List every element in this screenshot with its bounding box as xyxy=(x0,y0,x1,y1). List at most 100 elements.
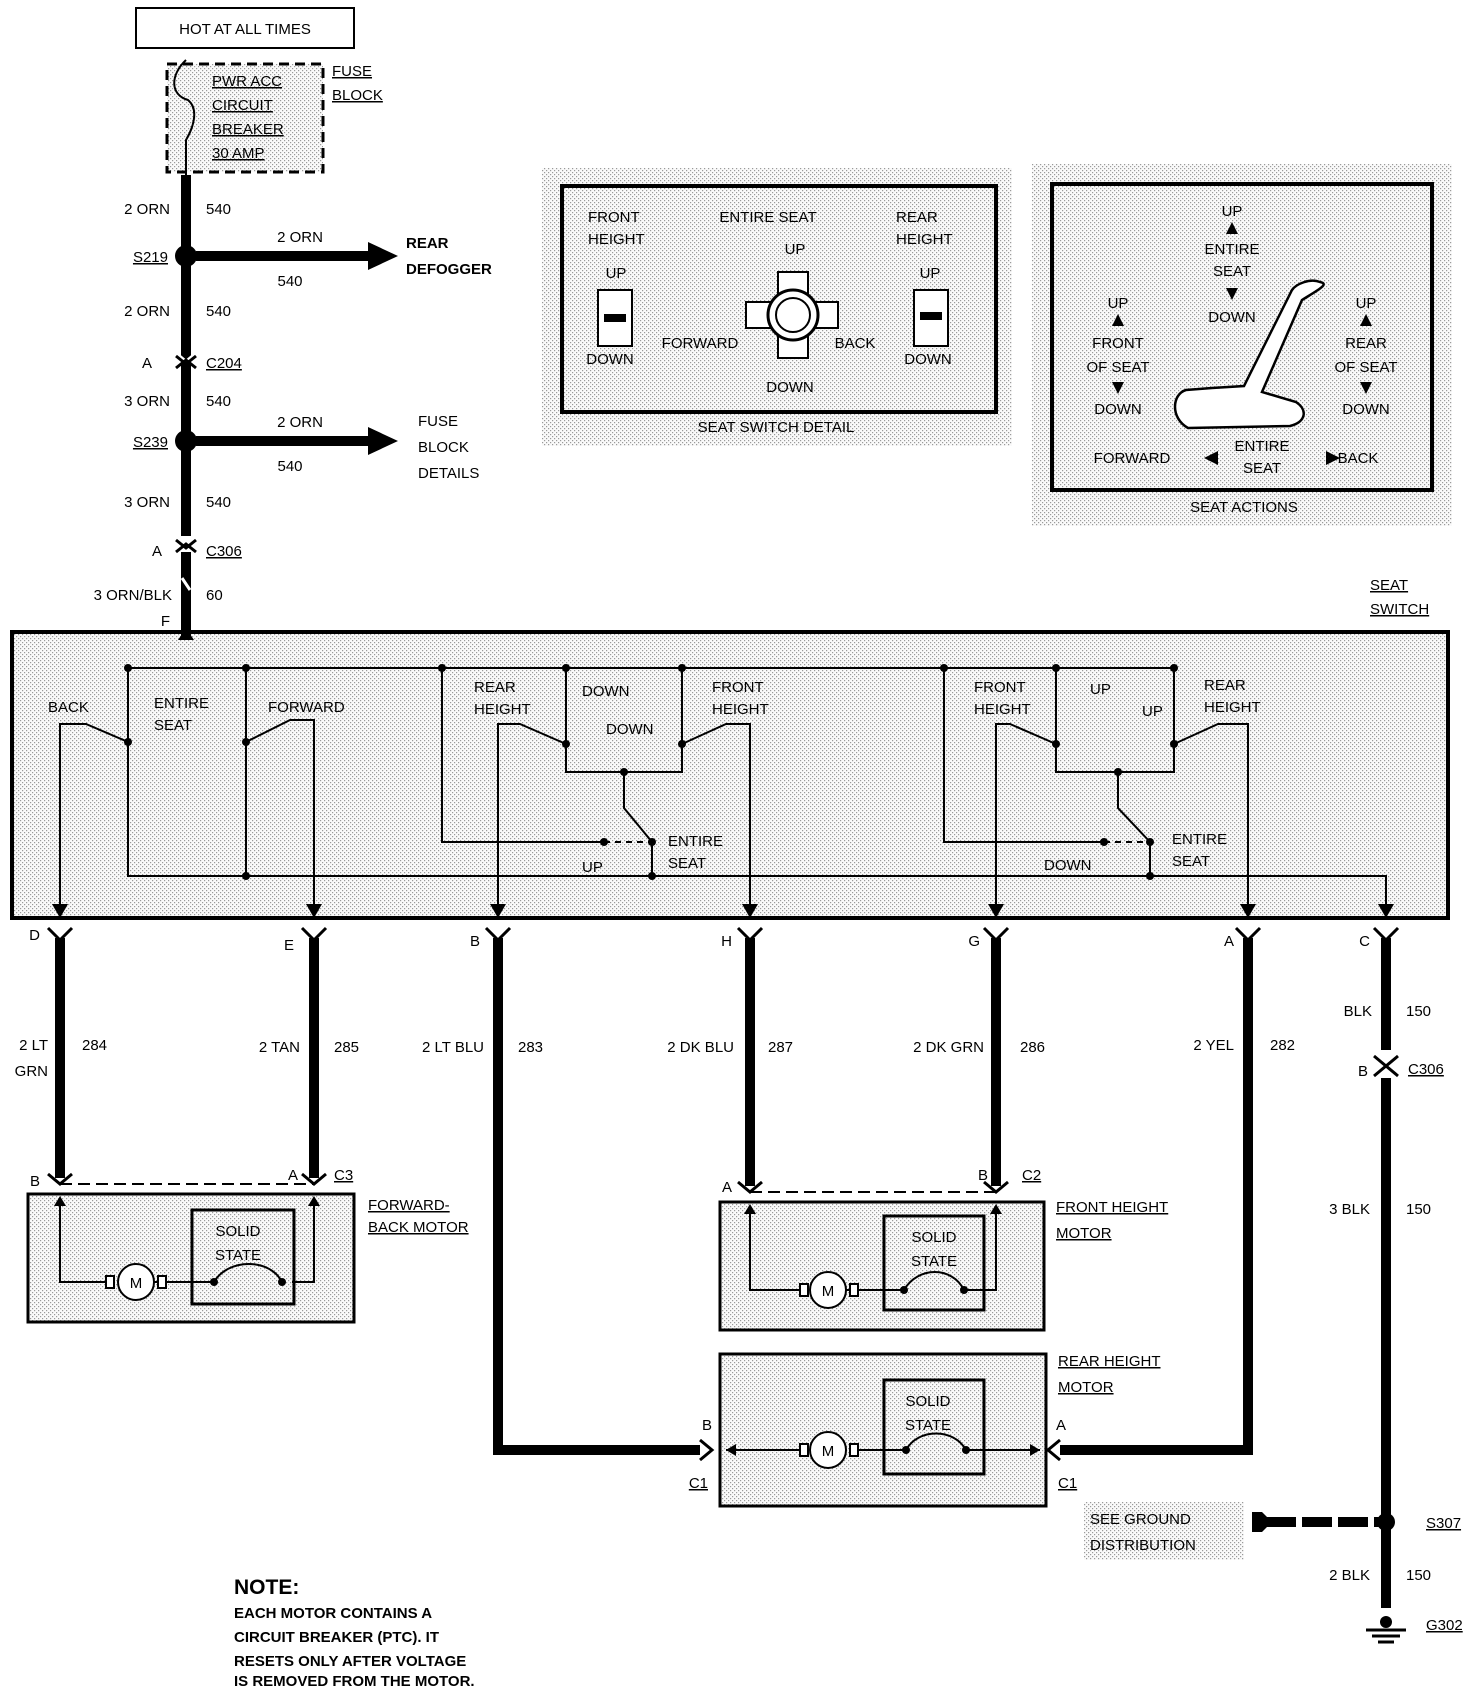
w3-circuit: 540 xyxy=(206,393,231,410)
actions-rear-1: REAR xyxy=(1345,335,1387,352)
note-line-2: CIRCUIT BREAKER (PTC). IT xyxy=(234,1629,439,1646)
w2-color: 2 ORN xyxy=(124,303,170,320)
s219-wire-circuit: 540 xyxy=(277,273,302,290)
w3-color: 3 ORN xyxy=(124,393,170,410)
seat-actions: UP ENTIRE SEAT DOWN UP FRONT OF SEAT DOW… xyxy=(1032,164,1452,526)
actions-rear-up: UP xyxy=(1356,295,1377,312)
ground-ref-arrow-icon xyxy=(1252,1512,1272,1532)
actions-forward: FORWARD xyxy=(1094,450,1171,467)
w1-circuit: 540 xyxy=(206,201,231,218)
w150c-color: 2 BLK xyxy=(1329,1567,1370,1584)
seat-icon xyxy=(1173,279,1325,430)
detail-back: BACK xyxy=(835,335,876,352)
c306-pin-b: B xyxy=(1358,1063,1368,1080)
splice-s219 xyxy=(175,245,197,267)
w150-color: BLK xyxy=(1344,1003,1372,1020)
seat-switch-title-1: SEAT xyxy=(1370,577,1408,594)
w5-circuit: 60 xyxy=(206,587,223,604)
see-ground-1: SEE GROUND xyxy=(1090,1511,1191,1528)
w283-circuit: 283 xyxy=(518,1039,543,1056)
sw-front-height-1b: HEIGHT xyxy=(712,701,769,718)
actions-entire-down: DOWN xyxy=(1208,309,1256,326)
w5-color: 3 ORN/BLK xyxy=(94,587,172,604)
fb-motor-icon xyxy=(117,1263,155,1301)
sw-up-3: UP xyxy=(1142,703,1163,720)
fh-name-2: MOTOR xyxy=(1056,1225,1112,1242)
breaker-element-icon xyxy=(173,59,196,175)
sw-entire-2: SEAT xyxy=(154,717,192,734)
w284-circuit: 284 xyxy=(82,1037,107,1054)
w284-color-2: GRN xyxy=(15,1063,48,1080)
sw-front-height-1a: FRONT xyxy=(712,679,764,696)
fh-name-1: FRONT HEIGHT xyxy=(1056,1199,1168,1216)
fuse-block-label-2: BLOCK xyxy=(332,87,383,104)
see-ground-2: DISTRIBUTION xyxy=(1090,1537,1196,1554)
sw-rear-height-1b: HEIGHT xyxy=(474,701,531,718)
rear-height-motor: B A C1 C1 M SOLID STATE REAR HEIGHT MOTO… xyxy=(689,1352,1161,1508)
actions-entire-1: ENTIRE xyxy=(1204,241,1259,258)
note-line-4: IS REMOVED FROM THE MOTOR. xyxy=(234,1673,475,1690)
fb-pin-b: B xyxy=(30,1173,40,1190)
fh-pin-a: A xyxy=(722,1179,732,1196)
rh-ss-2: STATE xyxy=(905,1417,951,1434)
fh-ss-2: STATE xyxy=(911,1253,957,1270)
wire-282 xyxy=(1060,938,1253,1455)
w282-color: 2 YEL xyxy=(1193,1037,1234,1054)
sw-down-1: DOWN xyxy=(582,683,630,700)
detail-caption: SEAT SWITCH DETAIL xyxy=(698,419,855,436)
detail-rear-up: UP xyxy=(920,265,941,282)
seat-switch-detail: FRONT HEIGHT ENTIRE SEAT REAR HEIGHT UP … xyxy=(542,168,1012,446)
fb-name-1: FORWARD- xyxy=(368,1197,450,1214)
detail-entire-down: DOWN xyxy=(766,379,814,396)
actions-rear-down: DOWN xyxy=(1342,401,1390,418)
rear-defogger-1: REAR xyxy=(406,235,449,252)
actions-caption: SEAT ACTIONS xyxy=(1190,499,1298,516)
rh-name-1: REAR HEIGHT xyxy=(1058,1353,1161,1370)
fh-ss-1: SOLID xyxy=(911,1229,956,1246)
connector-c306-a xyxy=(175,538,197,554)
entire-seat-joystick-icon xyxy=(745,271,839,359)
w4-circuit: 540 xyxy=(206,494,231,511)
w287-color: 2 DK BLU xyxy=(667,1039,734,1056)
pin-a: A xyxy=(1224,933,1234,950)
sw-down-3: DOWN xyxy=(1044,857,1092,874)
fb-pin-a: A xyxy=(288,1167,298,1184)
pin-c: C xyxy=(1359,933,1370,950)
pin-h: H xyxy=(721,933,732,950)
s307-label: S307 xyxy=(1426,1515,1461,1532)
s239-wire-color: 2 ORN xyxy=(277,414,323,431)
fb-conn: C3 xyxy=(334,1167,353,1184)
s219-wire-color: 2 ORN xyxy=(277,229,323,246)
w4-color: 3 ORN xyxy=(124,494,170,511)
note: NOTE: EACH MOTOR CONTAINS A CIRCUIT BREA… xyxy=(234,1576,475,1690)
fuse-line-1: PWR ACC xyxy=(212,73,282,90)
s219-label: S219 xyxy=(133,249,168,266)
rh-conn-right: C1 xyxy=(1058,1475,1077,1492)
detail-front-1: FRONT xyxy=(588,209,640,226)
fb-name-2: BACK MOTOR xyxy=(368,1219,469,1236)
pin-f: F xyxy=(161,613,170,630)
c204-label: C204 xyxy=(206,355,242,372)
ground-icon xyxy=(1366,1616,1406,1644)
c306-label-b: C306 xyxy=(1408,1061,1444,1078)
w283-color: 2 LT BLU xyxy=(422,1039,484,1056)
w150b-color: 3 BLK xyxy=(1329,1201,1370,1218)
fuse-block-label-1: FUSE xyxy=(332,63,372,80)
actions-entire-up: UP xyxy=(1222,203,1243,220)
hot-at-all-times-label: HOT AT ALL TIMES xyxy=(179,21,311,38)
w1-color: 2 ORN xyxy=(124,201,170,218)
sw-rear-height-2a: REAR xyxy=(1204,677,1246,694)
sw-front-height-2a: FRONT xyxy=(974,679,1026,696)
w286-circuit: 286 xyxy=(1020,1039,1045,1056)
splice-s239 xyxy=(175,430,197,452)
rh-pin-b: B xyxy=(702,1417,712,1434)
sw-up-1: UP xyxy=(582,859,603,876)
fuse-line-4: 30 AMP xyxy=(212,145,265,162)
sw-entire-1: ENTIRE xyxy=(154,695,209,712)
note-line-1: EACH MOTOR CONTAINS A xyxy=(234,1605,432,1622)
detail-entire: ENTIRE SEAT xyxy=(719,209,816,226)
detail-front-2: HEIGHT xyxy=(588,231,645,248)
w286-color: 2 DK GRN xyxy=(913,1039,984,1056)
fuse-details-3: DETAILS xyxy=(418,465,479,482)
w282-circuit: 282 xyxy=(1270,1037,1295,1054)
